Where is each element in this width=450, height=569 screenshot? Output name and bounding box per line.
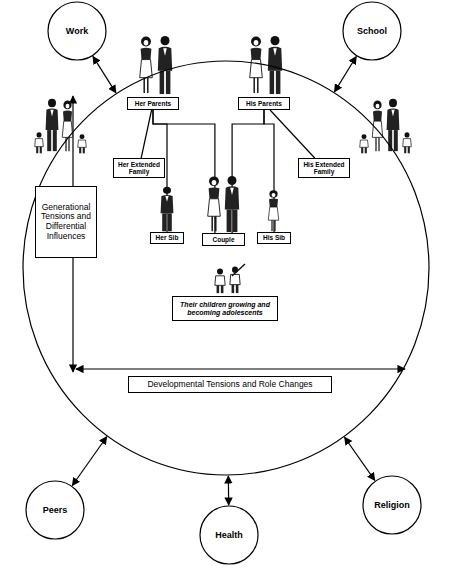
family-system-ellipse: Her Parents His ParentsHer Extended Famil… xyxy=(22,60,430,476)
label-box: Her Sib xyxy=(150,232,184,244)
his-extended-family-figures xyxy=(360,99,412,153)
label-box: His Sib xyxy=(257,232,291,244)
person-figure xyxy=(250,36,263,93)
label-box: His Parents xyxy=(238,97,290,110)
node-label: Her Extended Family xyxy=(114,161,164,176)
context-circle: School xyxy=(342,1,402,61)
node-label: Peers xyxy=(41,505,70,515)
child-figure xyxy=(215,268,225,293)
node-label: Developmental Tensions and Role Changes xyxy=(145,380,314,390)
influence-box: Generational Tensions and Differential I… xyxy=(35,186,97,258)
person-figure xyxy=(208,176,221,231)
connector xyxy=(228,476,230,505)
context-circle: Work xyxy=(47,1,107,61)
children-figures xyxy=(215,264,245,293)
developmental-arrow xyxy=(76,368,405,369)
node-label: School xyxy=(355,26,389,36)
connector xyxy=(141,110,151,158)
outline-ellipse xyxy=(343,2,401,60)
label-box: Couple xyxy=(202,233,245,246)
outline-ellipse xyxy=(23,61,429,475)
node-label: Their children growing and becoming adol… xyxy=(173,301,277,317)
label-box: Her Extended Family xyxy=(113,158,165,178)
node-label: His Sib xyxy=(261,234,287,241)
person-figure xyxy=(268,36,282,94)
node-label: Her Parents xyxy=(133,100,174,107)
node-outline xyxy=(22,60,430,476)
person-figure xyxy=(46,99,59,151)
outline-ellipse xyxy=(200,506,258,564)
node-label: Work xyxy=(64,26,90,36)
node-label: Religion xyxy=(372,500,412,510)
node-label: Generational Tensions and Differential I… xyxy=(36,203,96,241)
label-box: Their children growing and becoming adol… xyxy=(172,296,278,321)
label-box: Her Parents xyxy=(127,97,179,110)
connector xyxy=(270,110,315,158)
sibling-figure xyxy=(268,190,279,231)
her-parents-figures xyxy=(140,36,173,94)
connector xyxy=(72,437,106,486)
node-label: His Parents xyxy=(244,100,284,107)
node-label: Couple xyxy=(210,236,236,243)
node-label: Her Sib xyxy=(154,234,181,241)
node-label: Health xyxy=(213,530,245,540)
child-figure xyxy=(403,132,412,153)
context-circle: Religion xyxy=(362,475,422,535)
person-figure xyxy=(140,36,153,93)
waving-arm xyxy=(232,264,245,276)
person-figure xyxy=(158,36,172,94)
connector xyxy=(335,57,357,92)
context-circle: Health xyxy=(199,505,259,565)
influence-box: Developmental Tensions and Role Changes xyxy=(128,376,332,393)
node-label: His Extended Family xyxy=(299,161,349,176)
context-circle: Peers xyxy=(25,480,85,540)
label-box: His Extended Family xyxy=(298,158,350,178)
couple-figures xyxy=(208,176,240,232)
connector xyxy=(345,437,375,480)
person-figure xyxy=(225,176,239,232)
child-figure xyxy=(360,134,369,153)
outline-ellipse xyxy=(363,476,421,534)
outline-ellipse xyxy=(48,2,106,60)
child-figure xyxy=(35,132,44,153)
outline-ellipse xyxy=(26,481,84,539)
connector xyxy=(93,56,116,92)
sibling-figure xyxy=(161,187,174,232)
child-figure xyxy=(78,134,87,153)
